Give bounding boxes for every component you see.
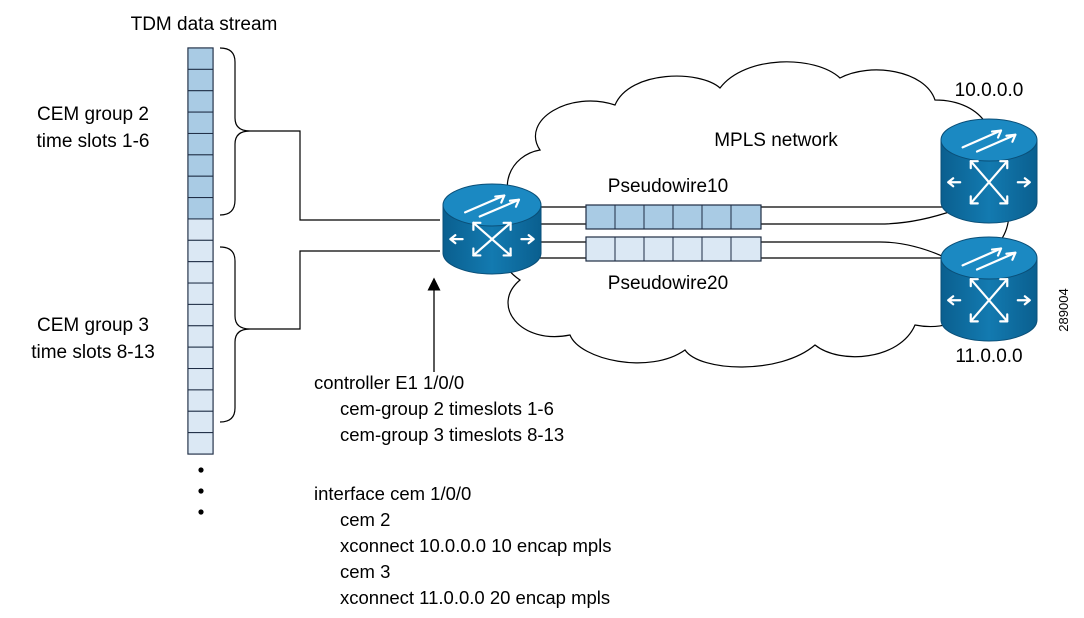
time-slot bbox=[187, 47, 214, 70]
tdm-slot-column bbox=[187, 47, 214, 455]
figure-id: 289004 bbox=[1056, 288, 1071, 331]
time-slot bbox=[187, 389, 214, 412]
connector-group-2 bbox=[250, 130, 440, 221]
time-slot bbox=[187, 282, 214, 305]
pseudowire10-label: Pseudowire10 bbox=[608, 176, 728, 197]
time-slot bbox=[187, 197, 214, 220]
time-slot bbox=[187, 432, 214, 455]
time-slot bbox=[187, 368, 214, 391]
time-slot bbox=[187, 325, 214, 348]
svg-text:CEM group 2: CEM group 2 bbox=[37, 104, 149, 125]
time-slot bbox=[187, 410, 214, 434]
svg-text:time slots 1-6: time slots 1-6 bbox=[37, 131, 150, 152]
config-line: cem 3 bbox=[340, 561, 390, 582]
router-10-address: 10.0.0.0 bbox=[955, 80, 1024, 101]
time-slot bbox=[187, 218, 214, 241]
time-slot bbox=[187, 90, 214, 113]
cem-group-3-label: CEM group 3 time slots 8-13 bbox=[31, 315, 155, 363]
time-slot bbox=[187, 154, 214, 177]
brace-group-3 bbox=[219, 246, 251, 423]
mpls-network-label: MPLS network bbox=[714, 130, 838, 151]
tdm-stream-title: TDM data stream bbox=[131, 14, 278, 35]
svg-text:CEM group 3: CEM group 3 bbox=[37, 315, 149, 336]
config-line: controller E1 1/0/0 bbox=[314, 372, 464, 393]
router-11-address: 11.0.0.0 bbox=[955, 346, 1022, 367]
config-line: xconnect 10.0.0.0 10 encap mpls bbox=[340, 535, 612, 556]
time-slot bbox=[187, 68, 214, 92]
time-slot bbox=[187, 111, 214, 134]
brace-group-2 bbox=[219, 47, 251, 216]
time-slot bbox=[187, 346, 214, 370]
config-line: xconnect 11.0.0.0 20 encap mpls bbox=[340, 587, 610, 608]
router-icon bbox=[940, 118, 1038, 224]
router-icon bbox=[442, 183, 542, 275]
pseudowire20-tunnel bbox=[585, 236, 762, 262]
continuation-dots bbox=[198, 467, 204, 515]
config-line: cem-group 3 timeslots 8-13 bbox=[340, 424, 564, 445]
time-slot bbox=[187, 132, 214, 156]
time-slot bbox=[187, 303, 214, 327]
pseudowire20-label: Pseudowire20 bbox=[608, 273, 728, 294]
connector-group-3 bbox=[250, 250, 440, 330]
pseudowire10-tunnel bbox=[585, 204, 762, 230]
config-line: cem 2 bbox=[340, 509, 390, 530]
config-line: interface cem 1/0/0 bbox=[314, 483, 471, 504]
svg-text:time slots 8-13: time slots 8-13 bbox=[31, 342, 155, 363]
time-slot bbox=[187, 175, 214, 199]
time-slot bbox=[187, 261, 214, 284]
config-line: cem-group 2 timeslots 1-6 bbox=[340, 398, 554, 419]
time-slot bbox=[187, 239, 214, 263]
config-block: controller E1 1/0/0 cem-group 2 timeslot… bbox=[314, 372, 612, 608]
cem-group-2-label: CEM group 2 time slots 1-6 bbox=[37, 104, 150, 152]
router-icon bbox=[940, 236, 1038, 342]
